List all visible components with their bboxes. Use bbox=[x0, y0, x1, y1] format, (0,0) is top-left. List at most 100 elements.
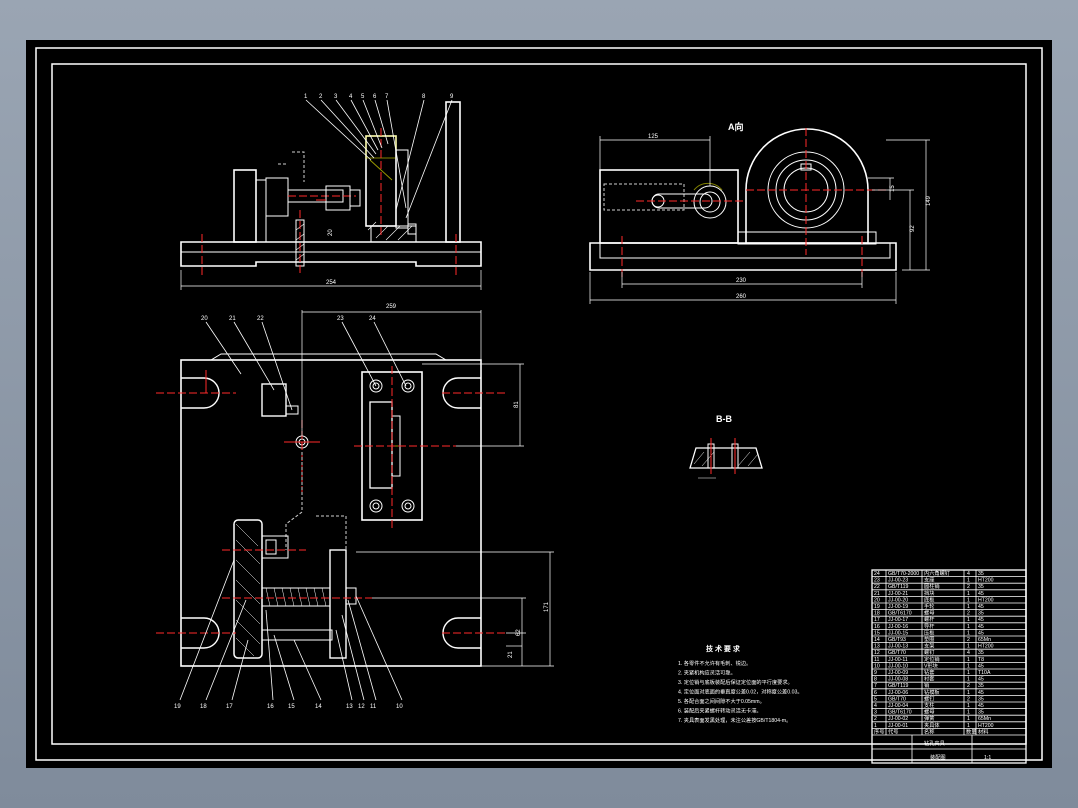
bom-code: JJ-00-09 bbox=[888, 670, 908, 676]
bom-code: GB/T6170 bbox=[888, 710, 912, 716]
bom-no: 22 bbox=[874, 584, 880, 590]
bom-name: 弹簧 bbox=[924, 714, 934, 722]
dim-side-base-outer: 260 bbox=[736, 294, 747, 300]
side-view bbox=[589, 128, 930, 304]
drawing-scale: 1:1 bbox=[984, 755, 991, 761]
bom-material: 35 bbox=[978, 584, 984, 590]
dim-top-v4: 21 bbox=[508, 651, 514, 658]
bom-qty: 1 bbox=[967, 644, 970, 650]
balloon-front: 6 bbox=[373, 94, 377, 100]
bom-no: 5 bbox=[874, 696, 877, 702]
title-block bbox=[871, 569, 1027, 764]
bom-name: 钻模板 bbox=[924, 688, 940, 696]
tech-title: 技 术 要 求 bbox=[706, 644, 741, 653]
bom-name: 支柱 bbox=[924, 701, 934, 709]
bom-material: HT200 bbox=[978, 578, 994, 584]
balloon-top: 20 bbox=[201, 316, 208, 322]
bom-name: 导杆 bbox=[924, 622, 934, 630]
top-leaders bbox=[205, 321, 407, 411]
bom-qty: 1 bbox=[967, 716, 970, 722]
balloon-bottom: 18 bbox=[200, 704, 207, 710]
bom-material: T10A bbox=[978, 670, 991, 676]
dim-top-v1: 81 bbox=[514, 401, 520, 408]
bom-no: 13 bbox=[874, 644, 880, 650]
bom-code: JJ-00-08 bbox=[888, 677, 908, 683]
balloon-front: 9 bbox=[450, 94, 454, 100]
bom-material: HT200 bbox=[978, 644, 994, 650]
bom-code: JJ-00-10 bbox=[888, 663, 908, 669]
bom-name: 螺母 bbox=[924, 609, 934, 617]
bom-no: 24 bbox=[874, 571, 880, 577]
bom-qty: 1 bbox=[967, 630, 970, 636]
bom-code: GB/T70-2000 bbox=[888, 571, 919, 577]
bom-name: 挡块 bbox=[924, 589, 935, 597]
bom-material: T8 bbox=[978, 657, 984, 663]
bom-header: 名称 bbox=[924, 727, 934, 735]
bom-qty: 1 bbox=[967, 617, 970, 623]
dim-side-h2: 92 bbox=[910, 225, 916, 232]
bom-qty: 1 bbox=[967, 670, 970, 676]
bom-no: 8 bbox=[874, 677, 877, 683]
balloon-top: 22 bbox=[257, 316, 264, 322]
bom-name: 衬套 bbox=[924, 675, 935, 683]
drawing-name: 钻孔夹具 bbox=[924, 739, 945, 747]
bom-code: GB/T6170 bbox=[888, 611, 912, 617]
bom-no: 10 bbox=[874, 663, 880, 669]
bom-qty: 1 bbox=[967, 663, 970, 669]
tech-line: 6. 装配后夹紧螺杆转动灵活无卡滞。 bbox=[678, 707, 762, 715]
balloon-bottom: 16 bbox=[267, 704, 274, 710]
bom-qty: 2 bbox=[967, 584, 970, 590]
bom-code: JJ-00-20 bbox=[888, 597, 908, 603]
view-label-bb: B-B bbox=[716, 414, 732, 424]
bom-code: GB/T70 bbox=[888, 650, 906, 656]
view-label-a: A向 bbox=[728, 121, 744, 132]
balloon-front: 7 bbox=[385, 94, 389, 100]
bom-code: GB/T119 bbox=[888, 584, 908, 590]
bom-code: JJ-00-17 bbox=[888, 617, 908, 623]
dim-side-height: 149 bbox=[926, 195, 932, 206]
balloon-front: 8 bbox=[422, 94, 426, 100]
bom-name: 手轮 bbox=[924, 602, 934, 610]
bom-qty: 1 bbox=[967, 578, 970, 584]
bom-name: 销 bbox=[924, 681, 929, 689]
bom-no: 21 bbox=[874, 591, 880, 597]
bom-code: JJ-00-06 bbox=[888, 690, 908, 696]
bom-code: JJ-00-02 bbox=[888, 716, 908, 722]
top-view bbox=[156, 310, 554, 701]
bom-name: 支座 bbox=[924, 576, 934, 584]
side-dimensions bbox=[589, 136, 930, 304]
bom-qty: 1 bbox=[967, 597, 970, 603]
bom-no: 12 bbox=[874, 650, 880, 656]
drawing-number: 装配图 bbox=[930, 753, 946, 761]
bom-code: GB/T119 bbox=[888, 683, 908, 689]
section-bb bbox=[689, 438, 763, 479]
bom-code: JJ-00-11 bbox=[888, 657, 908, 663]
outer-frame bbox=[35, 47, 1043, 761]
bom-material: 35 bbox=[978, 571, 984, 577]
bom-name: 圆柱销 bbox=[924, 582, 940, 590]
bom-material: 35 bbox=[978, 611, 984, 617]
tech-line: 3. 定位销与底板装配后保证定位面的平行度要求。 bbox=[678, 678, 793, 686]
bom-material: 65Mn bbox=[978, 716, 991, 722]
bom-code: GB/T70 bbox=[888, 696, 906, 702]
bom-no: 18 bbox=[874, 611, 880, 617]
bom-qty: 1 bbox=[967, 591, 970, 597]
bom-qty: 2 bbox=[967, 637, 970, 643]
bom-material: HT200 bbox=[978, 723, 994, 729]
inner-frame bbox=[51, 63, 1027, 745]
text-layer: 254 259 125 230 260 149 92 15 81 171 62 … bbox=[174, 94, 994, 761]
bom-name: 定位销 bbox=[924, 655, 940, 663]
bom-qty: 1 bbox=[967, 604, 970, 610]
bom-no: 7 bbox=[874, 683, 877, 689]
bom-no: 2 bbox=[874, 716, 877, 722]
bottom-leaders bbox=[179, 559, 403, 701]
front-view bbox=[180, 99, 482, 290]
bom-qty: 2 bbox=[967, 611, 970, 617]
balloon-front: 4 bbox=[349, 94, 353, 100]
bom-name: 内六角螺钉 bbox=[924, 569, 950, 577]
bom-material: 45 bbox=[978, 624, 984, 630]
bom-no: 6 bbox=[874, 690, 877, 696]
bom-code: JJ-00-19 bbox=[888, 604, 908, 610]
bom-no: 3 bbox=[874, 710, 877, 716]
bom-material: 35 bbox=[978, 683, 984, 689]
